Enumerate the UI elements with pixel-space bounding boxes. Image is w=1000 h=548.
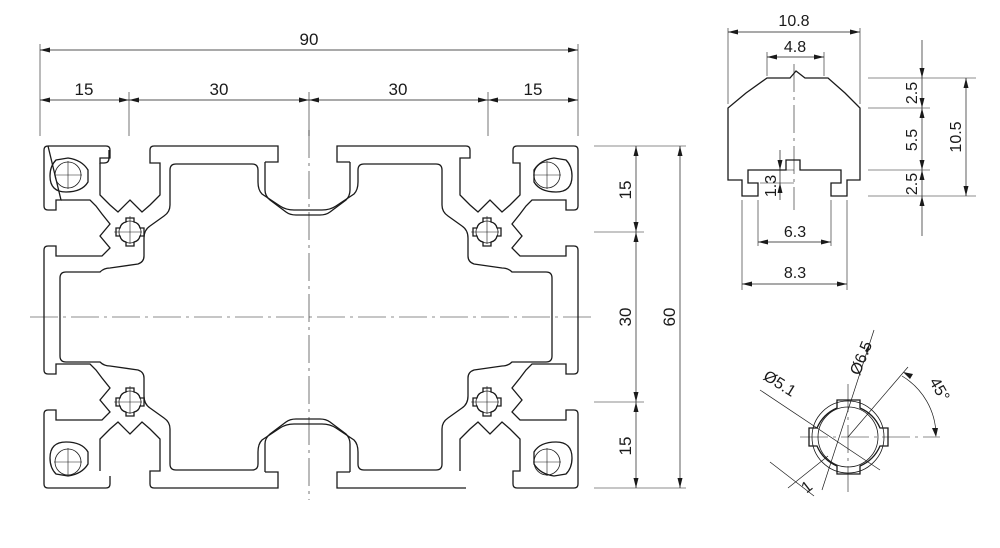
dim-slot-total-height: 10.5	[948, 121, 965, 152]
top-center-slot	[264, 162, 351, 216]
dim-slot-inner-width: 6.3	[784, 224, 806, 241]
left-upper-side-slot	[61, 199, 111, 257]
right-lower-side-slot	[511, 363, 561, 421]
dim-height-seg-2: 30	[616, 308, 635, 327]
dim-slot-h2: 5.5	[904, 129, 921, 151]
dim-width-seg-1: 15	[75, 80, 94, 99]
right-upper-side-slot	[511, 199, 561, 257]
dim-height-total: 60	[660, 308, 679, 327]
corner-hole-bottom-left	[49, 441, 89, 477]
bottom-right-slot	[459, 421, 521, 476]
dim-core-inner-diameter: Ø5.1	[760, 368, 799, 401]
core-detail-contour	[808, 399, 889, 475]
profile-cross-section	[30, 130, 592, 500]
dim-core-wall: 1	[798, 478, 816, 497]
left-lower-side-slot	[61, 363, 111, 421]
profile-width-dimensions: 90 15 30 30 15	[39, 30, 579, 136]
corner-hole-bottom-right	[533, 441, 573, 477]
profile-outer-contour	[43, 145, 579, 489]
dim-height-seg-1: 15	[616, 181, 635, 200]
bottom-left-slot	[99, 421, 161, 476]
dim-width-seg-2: 30	[210, 80, 229, 99]
dim-slot-h1: 2.5	[904, 82, 921, 104]
dim-height-seg-3: 15	[616, 437, 635, 456]
dim-core-angle: 45°	[925, 375, 952, 404]
bottom-center-slot	[264, 418, 351, 472]
slot-detail: 10.8 4.8 2.5 5.5 2.5 10.5 1.3	[727, 13, 976, 290]
dim-width-seg-4: 15	[524, 80, 543, 99]
top-left-slot	[99, 158, 161, 213]
slot-detail-contour	[727, 70, 861, 197]
corner-hole-top-right	[533, 157, 573, 193]
core-detail: Ø6.5 Ø5.1 45° 1	[759, 329, 952, 497]
profile-height-dimensions: 15 30 15 60	[594, 145, 686, 489]
dim-slot-opening: 4.8	[784, 39, 806, 56]
central-chamber	[59, 163, 553, 471]
dim-width-seg-3: 30	[389, 80, 408, 99]
profile-centerlines	[30, 130, 592, 500]
dim-slot-bottom-width: 8.3	[784, 265, 806, 282]
dim-core-outer-diameter: Ø6.5	[847, 339, 876, 378]
top-right-slot	[459, 158, 521, 213]
dim-slot-lip: 1.3	[763, 175, 780, 197]
dim-width-total: 90	[300, 30, 319, 49]
dim-slot-h3: 2.5	[904, 173, 921, 195]
corner-hole-top-left	[49, 157, 89, 193]
dim-slot-top-width: 10.8	[778, 13, 809, 30]
